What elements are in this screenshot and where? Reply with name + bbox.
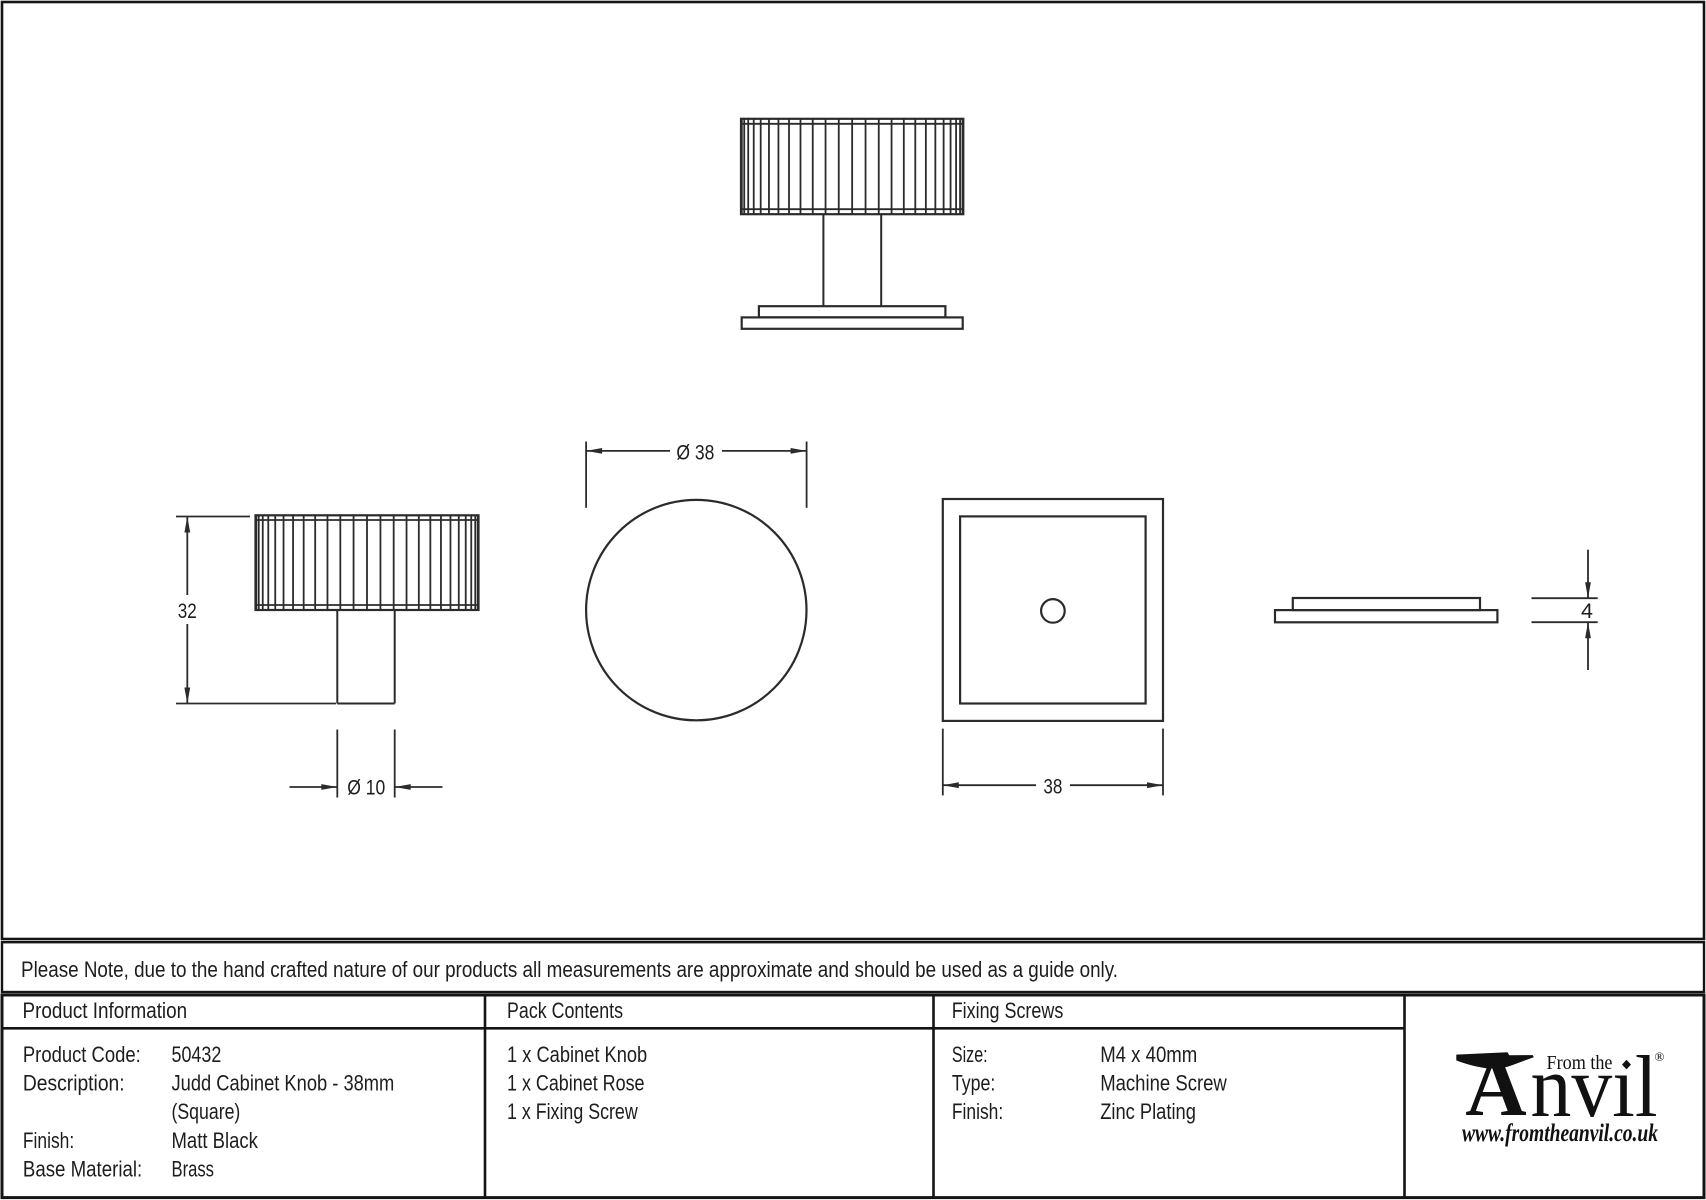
svg-text:www.fromtheanvil.co.uk: www.fromtheanvil.co.uk <box>1462 1120 1658 1147</box>
svg-text:From the: From the <box>1547 1053 1613 1074</box>
svg-text:Matt Black: Matt Black <box>172 1128 259 1153</box>
svg-text:1 x Cabinet Rose: 1 x Cabinet Rose <box>507 1071 645 1096</box>
svg-text:Size:: Size: <box>952 1042 988 1067</box>
svg-text:Fixing Screws: Fixing Screws <box>952 998 1064 1023</box>
svg-text:Brass: Brass <box>172 1156 215 1181</box>
svg-text:Ø 10: Ø 10 <box>347 776 385 800</box>
svg-text:4: 4 <box>1581 599 1593 623</box>
svg-text:1 x Cabinet Knob: 1 x Cabinet Knob <box>507 1042 647 1067</box>
svg-text:Description:: Description: <box>23 1071 125 1096</box>
svg-text:Type:: Type: <box>952 1071 995 1096</box>
svg-text:Ø 38: Ø 38 <box>676 440 714 464</box>
svg-text:38: 38 <box>1043 774 1062 798</box>
svg-text:nvıl: nvıl <box>1531 1039 1658 1136</box>
svg-text:Finish:: Finish: <box>952 1099 1003 1124</box>
svg-text:1 x Fixing Screw: 1 x Fixing Screw <box>507 1099 638 1124</box>
svg-text:Please Note, due to the hand c: Please Note, due to the hand crafted nat… <box>21 957 1118 982</box>
svg-text:(Square): (Square) <box>172 1099 241 1124</box>
svg-text:Product Code:: Product Code: <box>23 1042 141 1067</box>
svg-text:Machine Screw: Machine Screw <box>1100 1071 1227 1096</box>
svg-text:Pack Contents: Pack Contents <box>507 998 623 1023</box>
svg-text:32: 32 <box>178 599 197 623</box>
svg-text:®: ® <box>1655 1049 1665 1064</box>
svg-text:Base Material:: Base Material: <box>23 1156 142 1181</box>
svg-text:Zinc Plating: Zinc Plating <box>1100 1099 1196 1124</box>
svg-text:M4 x 40mm: M4 x 40mm <box>1100 1042 1197 1067</box>
svg-text:Finish:: Finish: <box>23 1128 74 1153</box>
svg-text:Product Information: Product Information <box>23 998 188 1023</box>
svg-text:Judd Cabinet Knob - 38mm: Judd Cabinet Knob - 38mm <box>172 1071 395 1096</box>
svg-text:50432: 50432 <box>172 1042 222 1067</box>
